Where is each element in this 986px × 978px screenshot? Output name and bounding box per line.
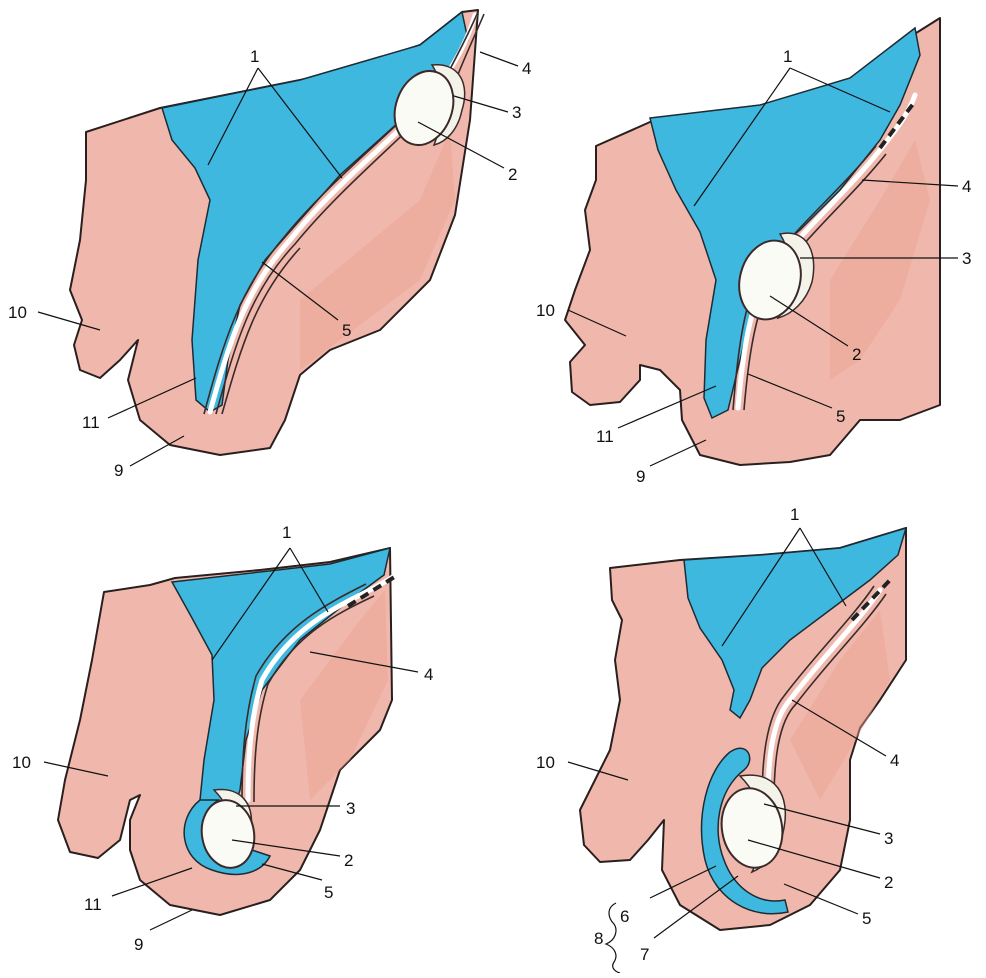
- panel-2-label-11: 11: [596, 427, 614, 446]
- panel-2-label-9: 9: [636, 467, 645, 486]
- panel-4-label-5: 5: [862, 909, 871, 928]
- panel-2: 1 4 3 2 5 10 11 9: [536, 18, 971, 486]
- panel-1-label-10: 10: [8, 303, 27, 322]
- panel-4-label-8: 8: [594, 929, 603, 948]
- panel-1-label-1: 1: [250, 47, 259, 66]
- panel-1-label-5: 5: [342, 321, 351, 340]
- panel-2-label-4: 4: [962, 177, 971, 196]
- panel-2-label-3: 3: [962, 249, 971, 268]
- panel-1-label-4: 4: [522, 59, 531, 78]
- panel-2-label-2: 2: [852, 345, 861, 364]
- panel-3-label-3: 3: [346, 799, 355, 818]
- panel-3-label-11: 11: [84, 895, 102, 914]
- panel-4-label-10: 10: [536, 753, 555, 772]
- panel-4-label-2: 2: [884, 873, 893, 892]
- panel-4-label-6: 6: [620, 907, 629, 926]
- panel-1-label-3: 3: [512, 103, 521, 122]
- panel-3: 1 4 3 2 5 10 11 9: [12, 523, 433, 954]
- panel-4-label-7: 7: [640, 945, 649, 964]
- panel-4: 1 4 3 2 5 10 6 7 8: [536, 505, 906, 973]
- panel-2-label-5: 5: [836, 407, 845, 426]
- panel-4-label-1: 1: [790, 505, 799, 524]
- panel-3-label-9: 9: [134, 935, 143, 954]
- panel-4-brace: [606, 903, 620, 973]
- panel-3-label-10: 10: [12, 753, 31, 772]
- panel-1: 1 4 3 2 5 10 11 9: [8, 10, 531, 480]
- panel-1-label-9: 9: [114, 461, 123, 480]
- panel-3-label-5: 5: [324, 883, 333, 902]
- panel-3-label-1: 1: [282, 523, 291, 542]
- panel-2-label-10: 10: [536, 301, 555, 320]
- panel-1-label-2: 2: [508, 165, 517, 184]
- panel-2-label-1: 1: [783, 47, 792, 66]
- panel-4-label-4: 4: [890, 751, 899, 770]
- panel-3-label-2: 2: [344, 851, 353, 870]
- panel-1-label-11: 11: [82, 413, 100, 432]
- panel-4-label-3: 3: [884, 829, 893, 848]
- panel-3-label-4: 4: [424, 665, 433, 684]
